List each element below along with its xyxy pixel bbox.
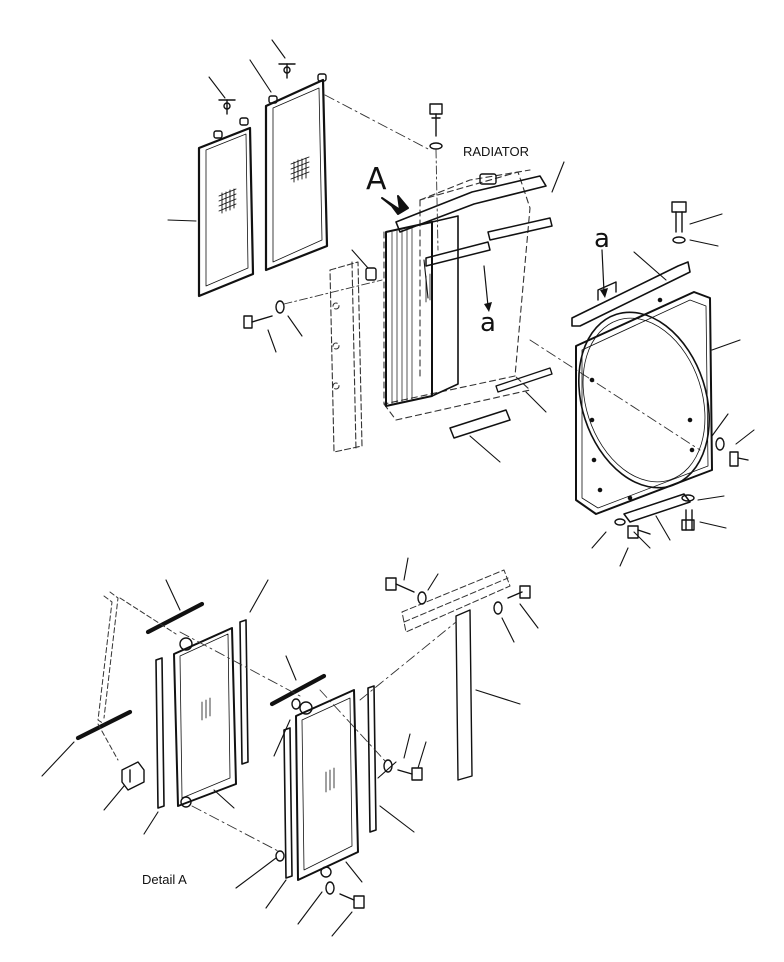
shroud-side-bolt (715, 437, 749, 467)
small-cushion-block (365, 267, 377, 281)
view-a-arrow (381, 195, 409, 215)
assembly-line-side-bolt (283, 279, 383, 305)
detail-left-vertical-strip (155, 619, 249, 809)
screen-panel-right (264, 73, 329, 272)
lower-shroud-plate (623, 493, 691, 523)
detail-left-strip-top (145, 601, 205, 635)
leader-lines-screens (167, 39, 286, 222)
screen-panel-left (197, 117, 255, 298)
detail-right-core (295, 689, 359, 881)
upper-rubber-strip (425, 217, 553, 267)
side-mount-bolt (243, 300, 285, 329)
lower-rubber-strip (449, 367, 553, 439)
detail-assembly-lines (179, 621, 457, 853)
shroud-bottom-bolt (681, 494, 695, 531)
arrow-a-down (483, 265, 492, 312)
mesh-pattern-left (218, 188, 237, 214)
leader-lines-detail (41, 557, 539, 937)
section-a-arrow (600, 249, 608, 298)
assembly-line-fan (529, 339, 701, 451)
detail-mid-bolt (383, 759, 423, 781)
radiator-top-tank (395, 173, 547, 233)
assembly-line-screens (324, 94, 431, 151)
detail-right-bolt (493, 585, 531, 615)
section-a-label-shroud: a (594, 224, 610, 254)
detail-left-strip-bottom (75, 709, 133, 741)
detail-right-vertical-strips (283, 685, 377, 879)
shroud-top-bolt (671, 201, 687, 244)
section-a-label-radiator: a (480, 308, 496, 338)
detail-upper-bolt (385, 577, 427, 605)
radiator-label: RADIATOR (463, 144, 529, 159)
radiator-frame-dashed (383, 169, 531, 421)
radiator-core (385, 215, 459, 407)
detail-vertical-bracket (455, 609, 473, 781)
left-side-bracket-dashed (329, 261, 363, 453)
detail-bottom-bolt (325, 881, 365, 909)
wing-screw-2 (278, 63, 296, 79)
leader-lines-shroud (591, 213, 755, 567)
detail-a-label: Detail A (142, 872, 187, 887)
fan-shroud (575, 291, 713, 515)
detail-dashed-plate (401, 569, 511, 633)
view-a-label: A (366, 162, 387, 197)
shroud-lower-bolt-pair (614, 518, 651, 539)
mesh-pattern-right (290, 156, 310, 183)
detail-pipe-dashed (97, 591, 177, 761)
top-mount-bolt (429, 103, 443, 150)
wing-screw-1 (218, 99, 236, 115)
detail-small-rings (275, 698, 301, 862)
detail-left-core (173, 627, 237, 808)
assembly-line-bolt (435, 149, 439, 251)
detail-clamp (121, 761, 145, 791)
leader-lines-radiator (267, 161, 565, 463)
upper-shroud-bracket (571, 261, 691, 327)
detail-right-strip-top (269, 673, 327, 707)
